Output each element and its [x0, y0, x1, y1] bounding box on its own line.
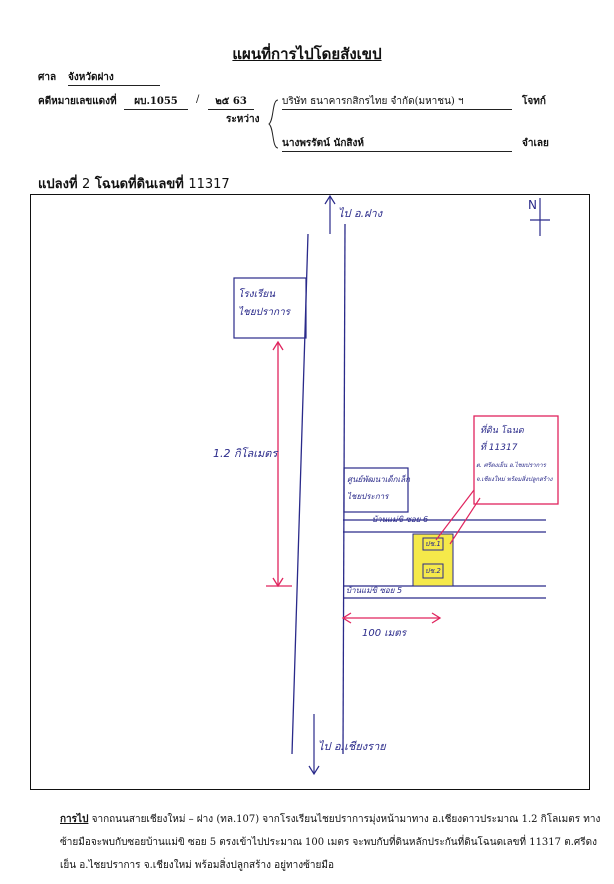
plaintiff-role: โจทก์ — [522, 96, 546, 107]
callout-box — [473, 415, 559, 505]
south-road-arrow-head — [308, 765, 320, 776]
plot-building-2-label: ปช.2 — [425, 567, 441, 575]
highway-edge-west — [291, 233, 309, 755]
north-letter: N — [528, 198, 537, 212]
footer-lead: การไป — [60, 814, 89, 825]
soi6-label: บ้านแม่ขิ ซอย 6 — [372, 515, 429, 524]
plot-building-1 — [422, 537, 444, 551]
footer-line1-text: จากถนนสายเชียงใหม่ – ฝาง (ทล.107) จากโรง… — [88, 814, 601, 825]
plot-heading-number: 2 — [82, 177, 91, 192]
brace-icon — [268, 99, 279, 149]
plot-building-2 — [422, 563, 444, 579]
to-chiangrai-label: ไป อ.เชียงราย — [318, 740, 386, 753]
footer-line1: การไป จากถนนสายเชียงใหม่ – ฝาง (ทล.107) … — [60, 812, 600, 827]
school-box — [233, 277, 307, 339]
plot-heading-mid: โฉนดที่ดินเลขที่ — [94, 177, 184, 192]
to-fang-label: ไป อ.ฝาง — [338, 207, 383, 220]
footer-line3: เย็น อ.ไชยปราการ จ.เชียงใหม่ พร้อมสิ่งปล… — [60, 860, 334, 871]
plot-heading-deed: 11317 — [188, 177, 230, 192]
callout-line4: จ.เชียงใหม่ พร้อมสิ่งปลูกสร้าง — [476, 476, 553, 483]
school-label-line1: โรงเรียน — [238, 289, 276, 300]
distance-horizontal-label: 100 เมตร — [362, 628, 407, 639]
page-title: แผนที่การไปโดยสังเขป — [232, 45, 382, 63]
plot-heading-prefix: แปลงที่ — [38, 177, 78, 192]
childcare-center-box — [343, 467, 409, 513]
distance-arrow-top — [272, 340, 284, 351]
distance-h-arrow-right — [431, 612, 442, 624]
court-value: จังหวัดฝาง — [68, 70, 160, 86]
plot-building-1-label: ปช.1 — [425, 540, 441, 548]
plot-heading: แปลงที่ 2 โฉนดที่ดินเลขที่ 11317 — [38, 173, 230, 194]
between-label: ระหว่าง — [226, 114, 260, 125]
north-road-arrow-head — [324, 194, 336, 205]
map-frame — [30, 194, 590, 790]
plaintiff-name: บริษัท ธนาคารกสิกรไทย จำกัด(มหาชน) ฯ — [282, 94, 512, 110]
callout-leader-1 — [435, 489, 475, 541]
childcare-label-line1: ศูนย์พัฒนาเด็กเล็ก — [347, 475, 410, 484]
footer-line2: ซ้ายมือจะพบกับซอยบ้านแม่ขิ ซอย 5 ตรงเข้า… — [60, 837, 597, 848]
distance-vertical-label: 1.2 กิโลเมตร — [213, 447, 278, 460]
case-separator: / — [196, 94, 200, 105]
school-label-line2: ไชยปราการ — [238, 307, 291, 318]
defendant-name: นางพรรัตน์ นักสิงห์ — [282, 136, 512, 152]
case-year: ๒๕ 63 — [208, 94, 254, 110]
callout-line1: ที่ดิน โฉนด — [480, 426, 524, 436]
distance-h-arrow-left — [341, 612, 352, 624]
plot-highlight — [412, 533, 454, 587]
childcare-label-line2: ไชยประการ — [347, 492, 389, 501]
case-label: คดีหมายเลขแดงที่ — [38, 96, 117, 107]
callout-line3: ต. ศรีดงเย็น อ.ไชยปราการ — [476, 462, 546, 469]
callout-leader-2 — [449, 497, 481, 545]
defendant-role: จำเลย — [522, 138, 549, 149]
court-label: ศาล — [38, 72, 57, 83]
case-number: ผบ.1055 — [124, 94, 188, 110]
callout-line2: ที่ 11317 — [480, 443, 518, 453]
soi5-label: บ้านแม่ขิ ซอย 5 — [346, 586, 403, 595]
map-drawing — [233, 194, 559, 776]
